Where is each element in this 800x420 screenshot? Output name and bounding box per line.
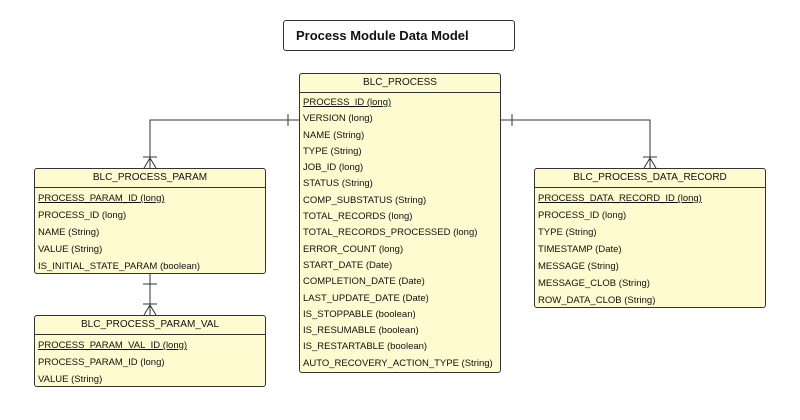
entity-field: VERSION (long) <box>303 113 373 125</box>
entity-blc-process: BLC_PROCESS PROCESS_ID (long) VERSION (l… <box>299 73 501 373</box>
diagram-title-box: Process Module Data Model <box>283 20 515 51</box>
entity-field: MESSAGE (String) <box>538 261 619 272</box>
entity-field: START_DATE (Date) <box>303 259 393 271</box>
entity-field: NAME (String) <box>38 227 100 238</box>
crows-foot-marker <box>143 304 157 316</box>
entity-header: BLC_PROCESS <box>300 74 500 93</box>
entity-field: IS_INITIAL_STATE_PARAM (boolean) <box>38 261 201 272</box>
entity-header: BLC_PROCESS_PARAM <box>35 169 265 188</box>
entity-field: IS_RESTARTABLE (boolean) <box>303 341 428 353</box>
entity-field: IS_RESUMABLE (boolean) <box>303 325 419 337</box>
entity-field: COMP_SUBSTATUS (String) <box>303 194 427 206</box>
entity-field: COMPLETION_DATE (Date) <box>303 276 425 288</box>
relationship-process-to-param <box>143 114 299 169</box>
entity-field: ERROR_COUNT (long) <box>303 243 404 255</box>
entity-header: BLC_PROCESS_DATA_RECORD <box>535 169 765 188</box>
entity-field: VALUE (String) <box>38 374 103 385</box>
entity-field-primary-key: PROCESS_PARAM_ID (long) <box>38 193 165 204</box>
entity-field: TOTAL_RECORDS_PROCESSED (long) <box>303 227 478 239</box>
entity-blc-process-data-record: BLC_PROCESS_DATA_RECORD PROCESS_DATA_REC… <box>534 168 766 308</box>
entity-field: TOTAL_RECORDS (long) <box>303 211 413 223</box>
entity-field: TIMESTAMP (Date) <box>538 244 622 255</box>
entity-field: MESSAGE_CLOB (String) <box>538 278 650 289</box>
entity-field-primary-key: PROCESS_ID (long) <box>303 97 392 108</box>
crows-foot-marker <box>143 157 157 169</box>
diagram-title: Process Module Data Model <box>296 28 469 43</box>
entity-field: TYPE (String) <box>538 227 597 238</box>
entity-field: ROW_DATA_CLOB (String) <box>538 295 656 306</box>
entity-header: BLC_PROCESS_PARAM_VAL <box>35 316 265 335</box>
entity-field: IS_STOPPABLE (boolean) <box>303 308 416 320</box>
crows-foot-marker <box>643 157 657 169</box>
entity-blc-process-param-val: BLC_PROCESS_PARAM_VAL PROCESS_PARAM_VAL_… <box>34 315 266 387</box>
entity-blc-process-param: BLC_PROCESS_PARAM PROCESS_PARAM_ID (long… <box>34 168 266 274</box>
entity-field: PROCESS_ID (long) <box>538 210 627 221</box>
entity-field-primary-key: PROCESS_DATA_RECORD_ID (long) <box>538 193 702 204</box>
entity-field: STATUS (String) <box>303 178 373 190</box>
relationship-process-to-data-record <box>501 114 657 169</box>
entity-field: JOB_ID (long) <box>303 162 364 174</box>
entity-field: TYPE (String) <box>303 145 362 157</box>
entity-field: PROCESS_PARAM_ID (long) <box>38 357 165 368</box>
entity-field: LAST_UPDATE_DATE (Date) <box>303 292 429 304</box>
entity-field: PROCESS_ID (long) <box>38 210 127 221</box>
entity-field: NAME (String) <box>303 129 365 141</box>
entity-field-primary-key: PROCESS_PARAM_VAL_ID (long) <box>38 340 188 351</box>
relationship-param-to-param-val <box>143 274 157 316</box>
entity-field: VALUE (String) <box>38 244 103 255</box>
entity-field: AUTO_RECOVERY_ACTION_TYPE (String) <box>303 357 493 369</box>
